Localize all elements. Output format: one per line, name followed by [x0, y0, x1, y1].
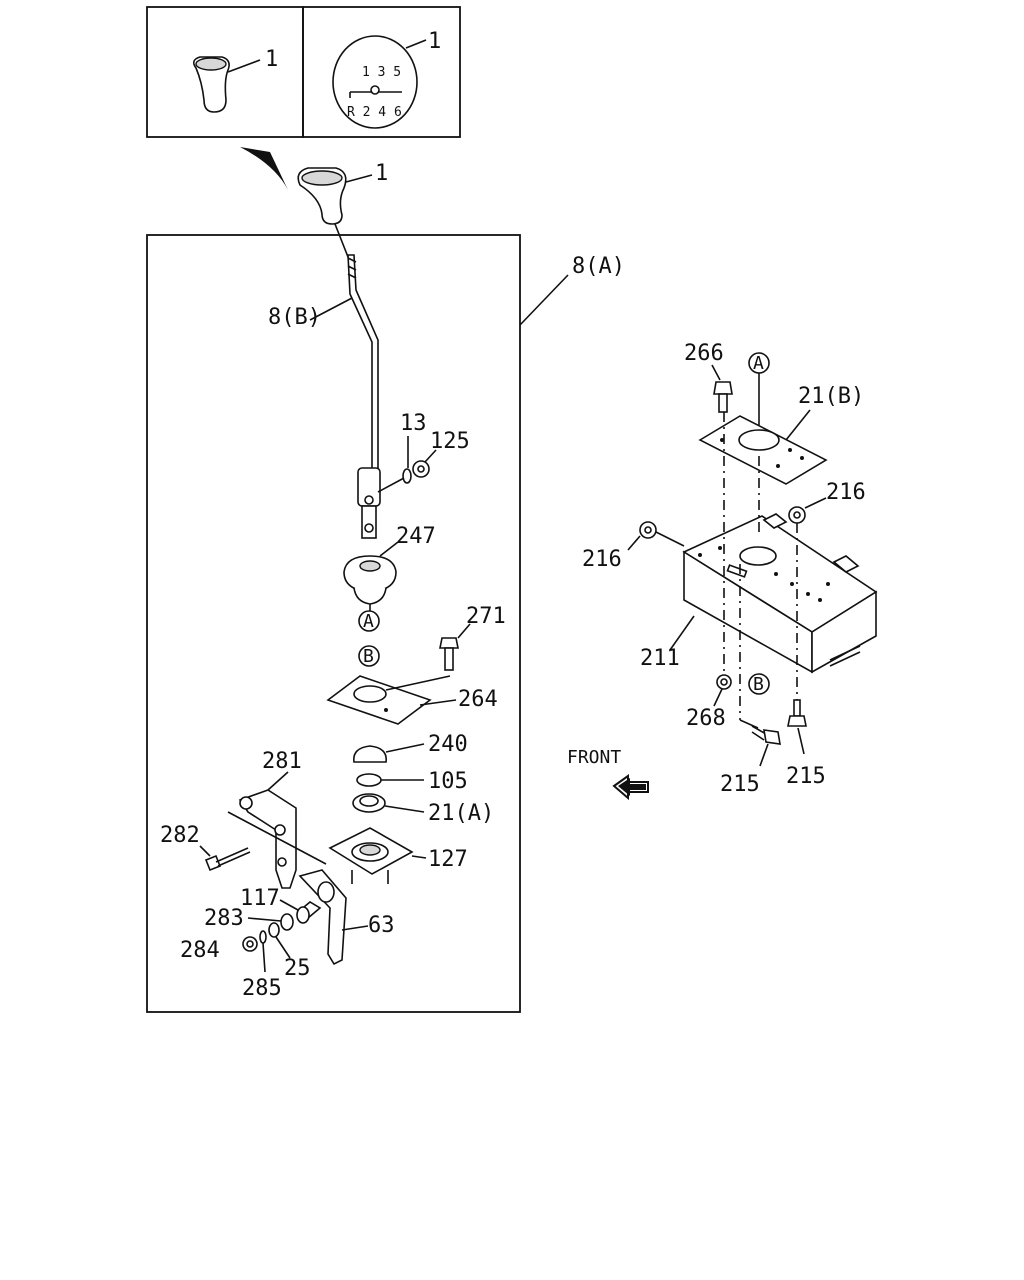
part-105-washer — [356, 773, 382, 787]
inset-shift-knob — [192, 56, 261, 113]
part-271-bolt — [439, 623, 471, 671]
callout-282: 282 — [160, 823, 200, 848]
callout-283: 283 — [204, 906, 244, 931]
callout-21a: 21(A) — [428, 801, 494, 826]
part-211-box — [669, 513, 878, 674]
shift-lever — [309, 254, 381, 539]
callout-knob-b: 1 — [428, 29, 441, 54]
ref-a-left: A — [363, 611, 374, 632]
part-63-arm — [298, 869, 369, 966]
part-13-clip — [402, 468, 412, 484]
part-281-lever — [227, 771, 327, 889]
part-21a-seat — [352, 793, 425, 813]
part-268-nut — [713, 674, 732, 707]
part-283-washer — [280, 913, 294, 931]
callout-assembly-a: 8(A) — [572, 254, 625, 279]
part-25-ring — [268, 922, 280, 938]
part-125-nut — [412, 460, 430, 478]
pointer-arrow-icon — [240, 147, 288, 190]
part-247-boot — [343, 541, 399, 605]
part-284-nut — [242, 936, 258, 952]
main-shift-knob — [297, 167, 373, 225]
front-label: FRONT — [567, 747, 621, 768]
part-216-nut-left — [627, 521, 685, 551]
ref-circle-b-left — [358, 645, 380, 667]
ref-circle-b-right — [748, 673, 770, 695]
part-21b-plate — [698, 409, 828, 485]
callout-216-right: 216 — [826, 480, 866, 505]
callout-268: 268 — [686, 706, 726, 731]
part-285-washer — [259, 930, 267, 944]
callout-215-right: 215 — [786, 764, 826, 789]
callout-211: 211 — [640, 646, 680, 671]
callout-13: 13 — [400, 411, 427, 436]
callout-127: 127 — [428, 847, 468, 872]
ref-b-left: B — [363, 646, 374, 667]
callout-284: 284 — [180, 938, 220, 963]
inset-frame-pattern — [302, 6, 461, 138]
callout-25: 25 — [284, 956, 311, 981]
part-264-plate — [326, 675, 457, 725]
callout-63: 63 — [368, 913, 395, 938]
callout-247: 247 — [396, 524, 436, 549]
callout-271: 271 — [466, 604, 506, 629]
part-216-nut-right — [788, 497, 827, 524]
part-117-bushing — [279, 899, 322, 924]
callout-215-left: 215 — [720, 772, 760, 797]
callout-240: 240 — [428, 732, 468, 757]
callout-21b: 21(B) — [798, 384, 864, 409]
callout-lever-b: 8(B) — [268, 305, 321, 330]
part-266-bolt — [713, 381, 733, 413]
callout-knob-main: 1 — [375, 161, 388, 186]
callout-117: 117 — [240, 886, 280, 911]
callout-281: 281 — [262, 749, 302, 774]
ref-a-right: A — [753, 353, 764, 374]
assembly-frame — [146, 234, 521, 1013]
callout-105: 105 — [428, 769, 468, 794]
shift-pattern-bottom: R 2 4 6 — [347, 105, 402, 120]
callout-216-left: 216 — [582, 547, 622, 572]
part-215-bolt-left — [751, 725, 781, 767]
inset-shift-pattern — [332, 35, 427, 129]
part-282-bolt — [199, 845, 251, 872]
ref-circle-a-left — [358, 610, 380, 632]
callout-285: 285 — [242, 976, 282, 1001]
callout-125: 125 — [430, 429, 470, 454]
part-240-cone — [353, 743, 425, 763]
shift-pattern-top: 1 3 5 — [362, 65, 401, 80]
callout-266: 266 — [684, 341, 724, 366]
callout-264: 264 — [458, 687, 498, 712]
part-127-bracket — [328, 827, 427, 884]
ref-b-right: B — [753, 674, 764, 695]
part-215-bolt-right — [787, 699, 807, 755]
callout-knob-a: 1 — [265, 47, 278, 72]
